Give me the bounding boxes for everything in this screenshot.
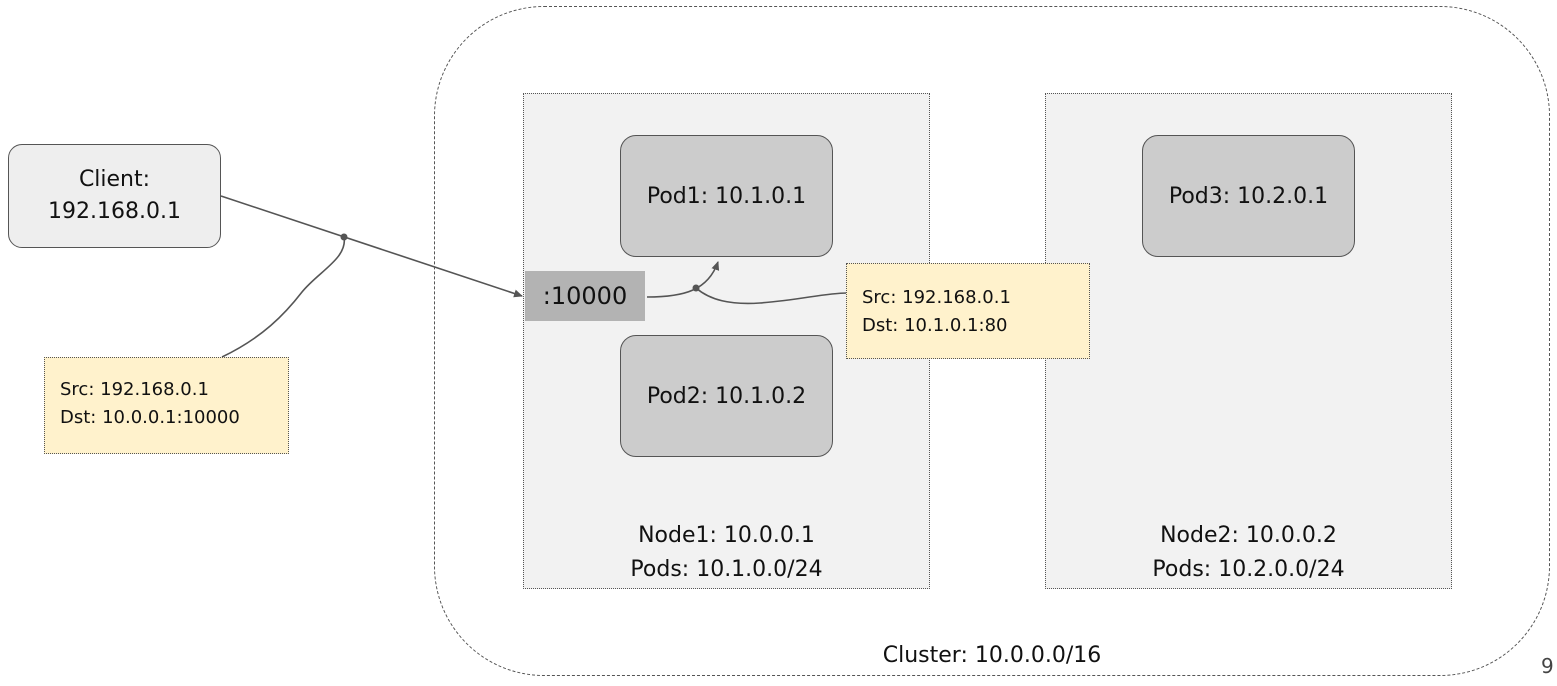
client-title: Client:	[78, 167, 151, 192]
packet2-dst: Dst: 10.1.0.1:80	[862, 315, 1008, 336]
packet2-callout-line	[695, 287, 848, 305]
node2-pods-cidr: Pods: 10.2.0.0/24	[1152, 557, 1345, 582]
pod1-label: Pod1: 10.1.0.1	[646, 183, 807, 209]
page-number: 9	[1541, 654, 1554, 678]
packet-info-box-2: Src: 192.168.0.1 Dst: 10.1.0.1:80	[846, 263, 1090, 359]
cluster-label: Cluster: 10.0.0.0/16	[882, 643, 1102, 668]
node2-label: Node2: 10.0.0.2 Pods: 10.2.0.0/24	[1046, 519, 1451, 587]
packet-info-box-1: Src: 192.168.0.1 Dst: 10.0.0.1:10000	[44, 357, 289, 454]
pod2-label: Pod2: 10.1.0.2	[646, 383, 807, 409]
cluster-boundary: Cluster: 10.0.0.0/16	[434, 6, 1550, 676]
node2-name: Node2: 10.0.0.2	[1160, 523, 1337, 548]
packet1-callout-line	[221, 236, 345, 358]
pod2-box: Pod2: 10.1.0.2	[620, 335, 833, 457]
node-port-label: :10000	[542, 282, 628, 310]
node-port-box: :10000	[525, 271, 645, 321]
pod3-label: Pod3: 10.2.0.1	[1168, 183, 1329, 209]
packet1-src: Src: 192.168.0.1	[60, 379, 209, 400]
packet2-anchor-dot	[692, 284, 700, 292]
pod3-box: Pod3: 10.2.0.1	[1142, 135, 1355, 257]
client-box: Client: 192.168.0.1	[8, 144, 221, 248]
client-ip: 192.168.0.1	[48, 199, 181, 224]
packet1-dst: Dst: 10.0.0.1:10000	[60, 407, 240, 428]
client-to-nodeport-arrow	[220, 195, 523, 298]
nodeport-to-pod1-arrow	[646, 261, 720, 298]
packet1-anchor-dot	[340, 233, 348, 241]
packet2-src: Src: 192.168.0.1	[862, 287, 1011, 308]
node1-pods-cidr: Pods: 10.1.0.0/24	[630, 557, 823, 582]
pod1-box: Pod1: 10.1.0.1	[620, 135, 833, 257]
node1-name: Node1: 10.0.0.1	[638, 523, 815, 548]
node1-label: Node1: 10.0.0.1 Pods: 10.1.0.0/24	[524, 519, 929, 587]
